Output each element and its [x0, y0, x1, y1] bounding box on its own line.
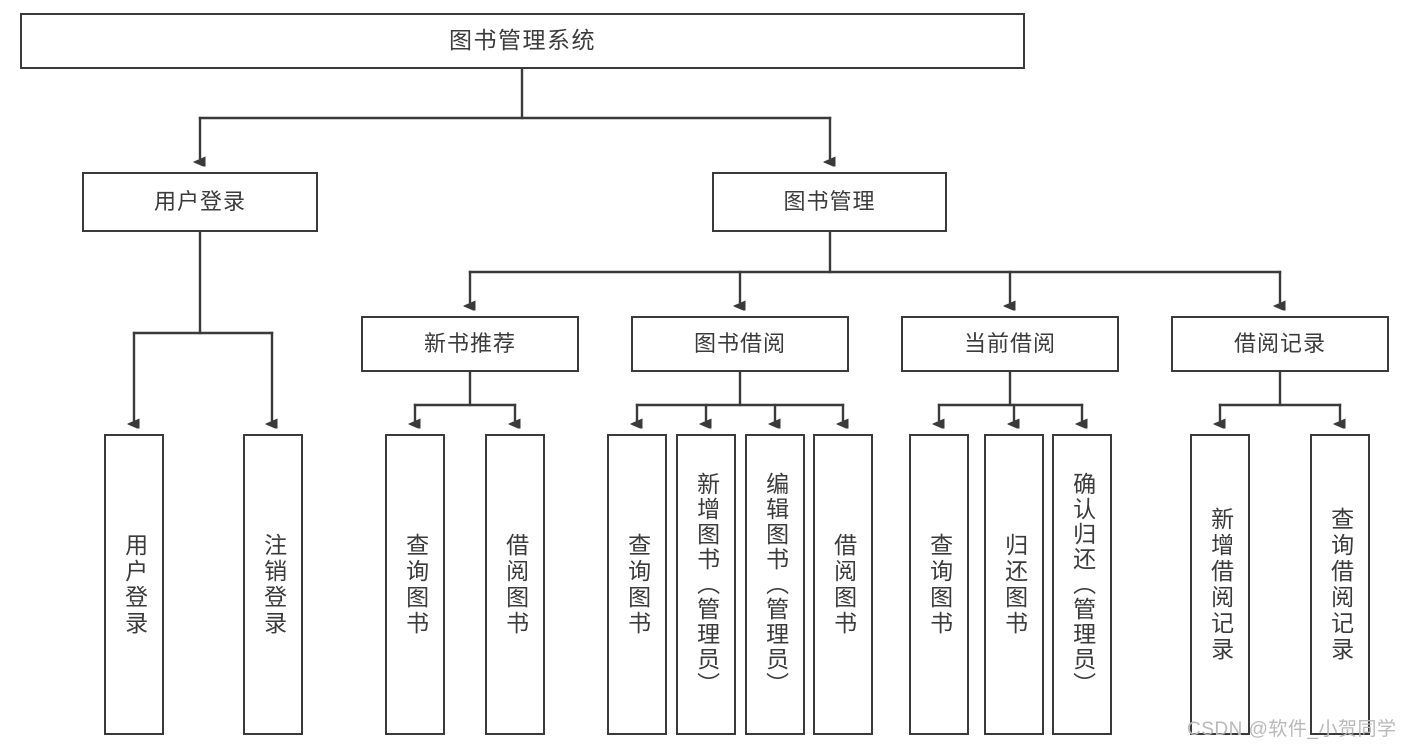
node-leaf-query-borrow-record-label: 查询借阅记录 — [1327, 506, 1354, 663]
node-leaf-confirm-return[interactable]: 确认归还（管理员） — [1052, 434, 1112, 735]
node-leaf-query-borrow-record[interactable]: 查询借阅记录 — [1310, 434, 1370, 735]
node-leaf-query-book-bor-label: 查询图书 — [624, 532, 651, 637]
node-leaf-add-book[interactable]: 新增图书（管理员） — [676, 434, 736, 735]
node-leaf-borrow-book-bor-label: 借阅图书 — [830, 532, 857, 637]
node-current-borrow[interactable]: 当前借阅 — [901, 316, 1119, 372]
node-new-book-recommend-label: 新书推荐 — [423, 330, 516, 356]
node-leaf-confirm-return-label: 确认归还（管理员） — [1069, 472, 1096, 697]
node-new-book-recommend[interactable]: 新书推荐 — [361, 316, 579, 372]
node-root[interactable]: 图书管理系统 — [20, 13, 1025, 69]
node-leaf-borrow-book-bor[interactable]: 借阅图书 — [813, 434, 873, 735]
node-user-login[interactable]: 用户登录 — [82, 172, 318, 232]
node-book-borrow[interactable]: 图书借阅 — [631, 316, 849, 372]
node-leaf-add-book-label: 新增图书（管理员） — [693, 472, 720, 697]
node-book-borrow-label: 图书借阅 — [693, 330, 786, 356]
node-leaf-logout[interactable]: 注销登录 — [243, 434, 303, 735]
node-current-borrow-label: 当前借阅 — [963, 330, 1056, 356]
node-leaf-user-login-label: 用户登录 — [121, 532, 148, 637]
node-leaf-add-borrow-record-label: 新增借阅记录 — [1207, 506, 1234, 663]
node-leaf-query-book-cur-label: 查询图书 — [926, 532, 953, 637]
node-borrow-record[interactable]: 借阅记录 — [1171, 316, 1389, 372]
node-leaf-user-login[interactable]: 用户登录 — [104, 434, 164, 735]
node-root-label: 图书管理系统 — [449, 27, 596, 54]
node-leaf-logout-label: 注销登录 — [260, 532, 287, 637]
node-user-login-label: 用户登录 — [153, 188, 246, 214]
node-leaf-borrow-book-rec[interactable]: 借阅图书 — [485, 434, 545, 735]
node-leaf-query-book-rec[interactable]: 查询图书 — [385, 434, 445, 735]
node-borrow-record-label: 借阅记录 — [1233, 330, 1326, 356]
node-leaf-add-borrow-record[interactable]: 新增借阅记录 — [1190, 434, 1250, 735]
node-leaf-return-book[interactable]: 归还图书 — [984, 434, 1044, 735]
node-leaf-query-book-cur[interactable]: 查询图书 — [909, 434, 969, 735]
node-book-manage[interactable]: 图书管理 — [712, 172, 947, 232]
node-leaf-return-book-label: 归还图书 — [1001, 532, 1028, 637]
node-book-manage-label: 图书管理 — [783, 188, 876, 214]
watermark-text: CSDN @软件_小贺同学 — [1187, 719, 1397, 740]
node-leaf-edit-book-label: 编辑图书（管理员） — [762, 472, 789, 697]
node-leaf-query-book-rec-label: 查询图书 — [402, 532, 429, 637]
node-leaf-edit-book[interactable]: 编辑图书（管理员） — [745, 434, 805, 735]
node-leaf-query-book-bor[interactable]: 查询图书 — [607, 434, 667, 735]
node-leaf-borrow-book-rec-label: 借阅图书 — [502, 532, 529, 637]
